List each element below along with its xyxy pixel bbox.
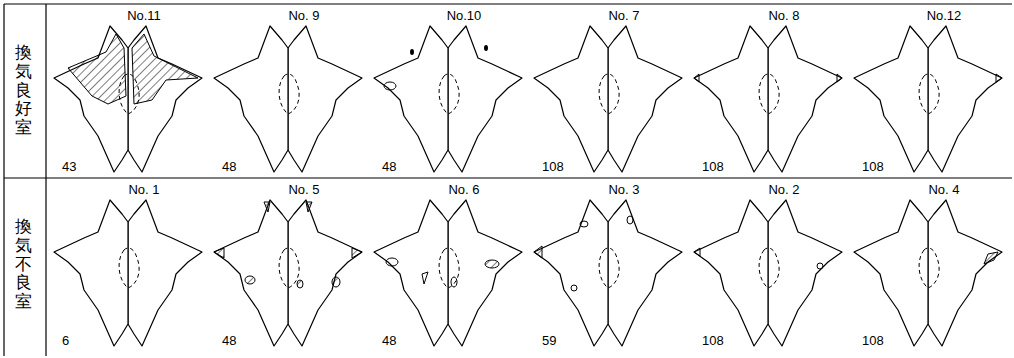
specimen-number: No. 1: [128, 183, 159, 196]
specimen-number: No. 9: [288, 9, 319, 22]
day-count: 48: [222, 160, 236, 173]
specimen-number: No. 3: [608, 183, 639, 196]
day-count: 59: [542, 334, 556, 347]
day-count: 108: [702, 160, 724, 173]
specimen-number: No. 6: [448, 183, 479, 196]
specimen-number: No. 2: [768, 183, 799, 196]
day-count: 6: [62, 334, 69, 347]
row-header: 換気良好室: [15, 44, 32, 137]
day-count: 108: [702, 334, 724, 347]
specimen-number: No. 5: [288, 183, 319, 196]
day-count: 108: [862, 160, 884, 173]
specimen-number: No. 4: [928, 183, 959, 196]
day-count: 108: [862, 334, 884, 347]
specimen-number: No. 8: [768, 9, 799, 22]
day-count: 48: [382, 160, 396, 173]
specimen-number: No. 7: [608, 9, 639, 22]
specimen-number: No.11: [127, 9, 161, 22]
day-count: 108: [542, 160, 564, 173]
row-header: 換気不良室: [15, 218, 32, 311]
day-count: 48: [222, 334, 236, 347]
specimen-number: No.12: [927, 9, 962, 22]
day-count: 48: [382, 334, 396, 347]
specimen-number: No.10: [447, 9, 482, 22]
day-count: 43: [62, 160, 76, 173]
